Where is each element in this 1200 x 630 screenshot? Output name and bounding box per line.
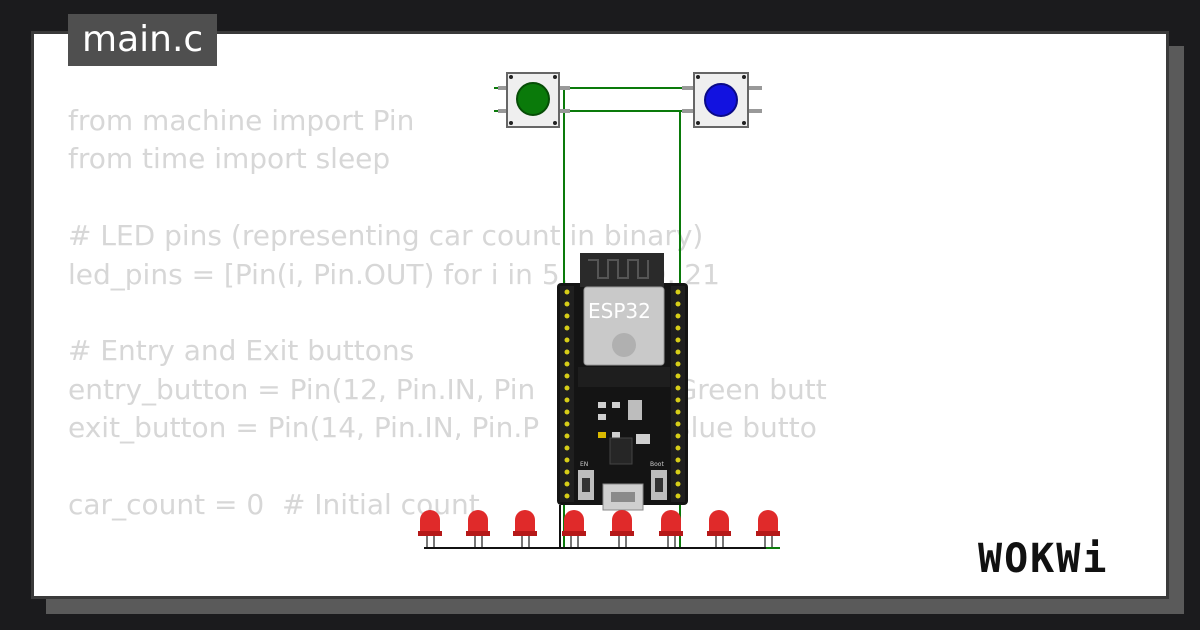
right-pin-header xyxy=(671,286,685,502)
code-line: from time import sleep xyxy=(68,142,391,176)
wokwi-logo: WOKWi xyxy=(978,536,1109,582)
entry-button[interactable] xyxy=(498,72,570,128)
code-view: from machine import Pin from time import … xyxy=(68,102,827,524)
led xyxy=(466,510,490,548)
led xyxy=(562,510,586,548)
led xyxy=(418,510,442,548)
led-row xyxy=(418,510,780,548)
led xyxy=(707,510,731,548)
code-line: entry_button = Pin(12, Pin.IN, Pin P) # … xyxy=(68,372,827,406)
en-button[interactable] xyxy=(578,470,594,500)
file-tab[interactable]: main.c xyxy=(68,14,218,66)
led xyxy=(659,510,683,548)
led xyxy=(756,510,780,548)
exit-button-cap[interactable] xyxy=(704,83,738,117)
esp32-board[interactable]: ESP32 EN xyxy=(557,253,688,511)
led xyxy=(610,510,634,548)
code-line: car_count = 0 # Initial count xyxy=(68,487,480,521)
exit-button[interactable] xyxy=(682,72,762,128)
code-line: # Entry and Exit buttons xyxy=(68,334,415,368)
code-line: exit_button = Pin(14, Pin.IN, Pin.P ) # … xyxy=(68,411,817,445)
code-line: # LED pins (representing car count in bi… xyxy=(68,219,704,253)
boot-label: Boot xyxy=(650,461,664,468)
ground-wires xyxy=(424,505,780,549)
code-line: from machine import Pin xyxy=(68,104,415,137)
entry-button-cap[interactable] xyxy=(516,82,550,116)
board-label: ESP32 xyxy=(588,299,651,323)
left-pin-header xyxy=(560,286,574,502)
led xyxy=(513,510,537,548)
boot-button[interactable] xyxy=(651,470,667,500)
en-label: EN xyxy=(580,461,588,468)
